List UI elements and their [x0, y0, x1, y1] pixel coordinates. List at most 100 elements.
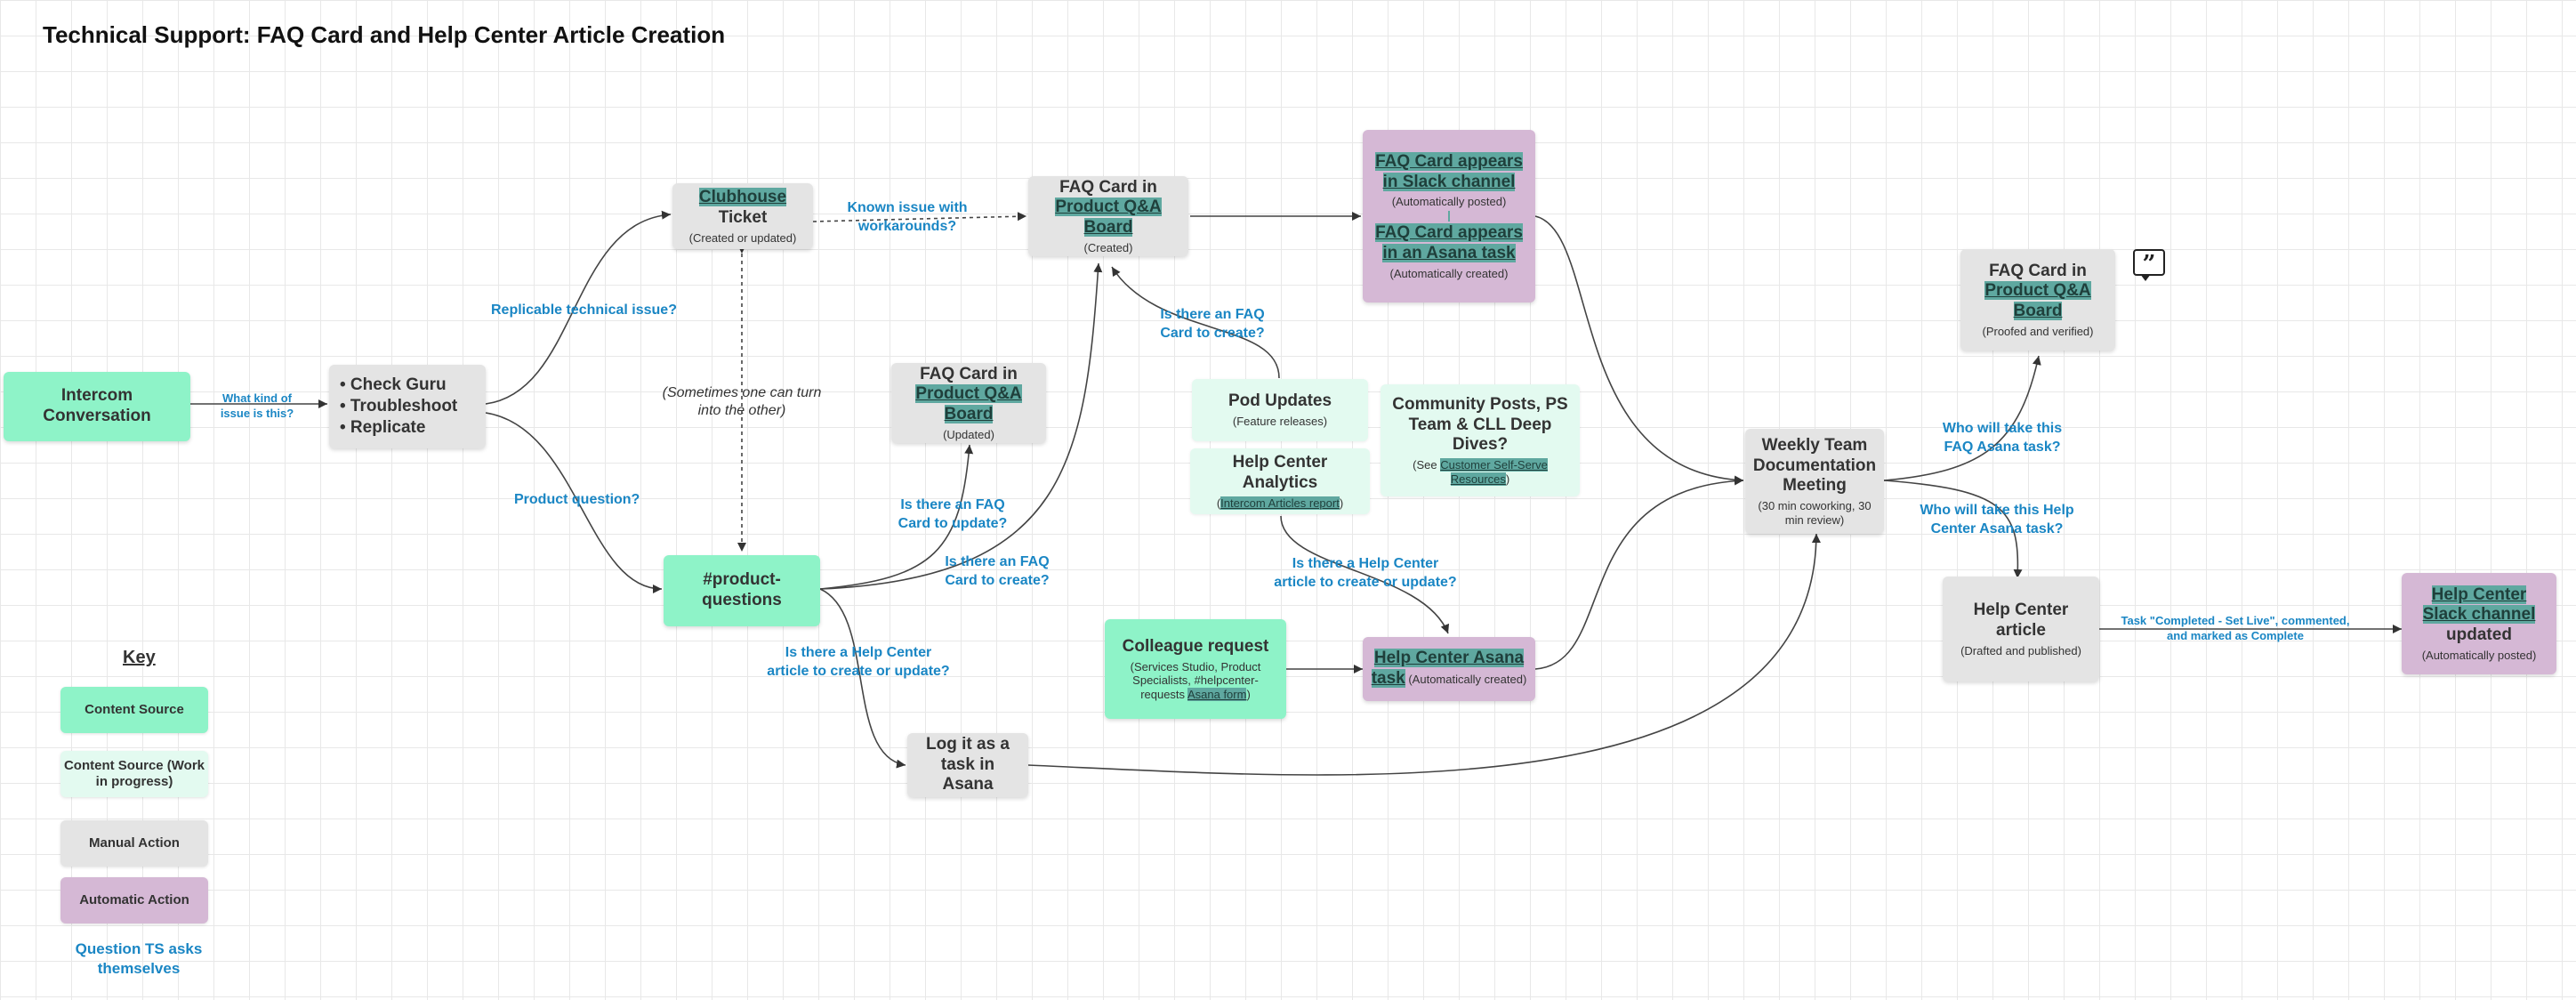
quote-comment-icon[interactable]: ” [2133, 249, 2165, 281]
faq-card-proofed-node[interactable]: FAQ Card in Product Q&A Board (Proofed a… [1960, 249, 2115, 351]
key-content-source-label: Content Source [85, 702, 184, 717]
key-automatic-action: Automatic Action [60, 877, 208, 923]
intercom-conversation-label: Intercom Conversation [43, 386, 151, 425]
edge-weekly-hcarticle [1883, 480, 2023, 579]
colleague-request-sub-post: ) [1246, 687, 1251, 701]
label-what-kind: What kind of issue is this? [220, 391, 294, 420]
check-guru-list: • Check Guru • Troubleshoot • Replicate [340, 375, 457, 438]
edge-logtask-weekly [1027, 533, 1821, 776]
clubhouse-sub: (Created or updated) [688, 230, 797, 245]
key-manual-action: Manual Action [60, 820, 208, 867]
weekly-meeting-node[interactable]: Weekly Team Documentation Meeting (30 mi… [1745, 429, 1884, 534]
edge-hcasana-weekly [1534, 476, 1744, 670]
key-question: Question TS asks themselves [75, 940, 203, 978]
hc-analytics-sub-post: ) [1339, 496, 1344, 510]
faq-proofed-sub: (Proofed and verified) [1982, 324, 2094, 338]
faq-card-created-node[interactable]: FAQ Card in Product Q&A Board (Created) [1028, 176, 1188, 256]
label-faq-update: Is there an FAQ Card to update? [898, 497, 1008, 531]
key-content-source: Content Source [60, 687, 208, 733]
faq-asana-task-link[interactable]: FAQ Card appears in an Asana task [1375, 223, 1523, 262]
colleague-request-title: Colleague request [1122, 636, 1269, 656]
label-hc-create-mid: Is there a Help Center article to create… [1274, 556, 1457, 590]
help-center-slack-node[interactable]: Help Center Slack channel updated (Autom… [2402, 573, 2556, 674]
faq-updated-board-link[interactable]: Product Q&A Board [915, 384, 1022, 424]
label-faq-create-bottom: Is there an FAQ Card to create? [945, 554, 1050, 588]
hc-article-title: Help Center article [1973, 600, 2069, 640]
faq-created-board-link[interactable]: Product Q&A Board [1055, 198, 1162, 238]
hc-analytics-title: Help Center Analytics [1232, 452, 1328, 492]
hc-slack-channel-link[interactable]: Help Center Slack channel [2422, 585, 2536, 625]
product-questions-label: #product-questions [702, 570, 782, 609]
label-hc-create-left: Is there a Help Center article to create… [767, 645, 950, 679]
log-task-asana-node[interactable]: Log it as a task in Asana [907, 733, 1028, 797]
weekly-meeting-title: Weekly Team Documentation Meeting [1752, 435, 1877, 496]
faq-created-sub: (Created) [1083, 240, 1133, 254]
key-manual-action-label: Manual Action [89, 835, 180, 851]
help-center-analytics-node[interactable]: Help Center Analytics (Intercom Articles… [1190, 448, 1370, 514]
pod-updates-title: Pod Updates [1228, 391, 1332, 411]
clubhouse-ticket-node[interactable]: Clubhouse Ticket (Created or updated) [672, 183, 813, 249]
intercom-conversation-node[interactable]: Intercom Conversation [4, 372, 190, 441]
diagram-title: Technical Support: FAQ Card and Help Cen… [43, 21, 726, 48]
edge-check-clubhouse [485, 210, 672, 405]
label-task-completed: Task "Completed - Set Live", commented, … [2121, 614, 2350, 642]
faq-auto-divider [1448, 211, 1450, 222]
faq-created-line1: FAQ Card in [1059, 177, 1157, 197]
community-sub-post: ) [1505, 472, 1510, 486]
check-item-guru: • Check Guru [340, 375, 447, 395]
key-automatic-action-label: Automatic Action [79, 892, 189, 907]
intercom-articles-report-link[interactable]: Intercom Articles report [1220, 496, 1340, 510]
community-posts-title: Community Posts, PS Team & CLL Deep Dive… [1392, 394, 1568, 455]
community-sub-pre: (See [1413, 458, 1441, 472]
weekly-meeting-sub: (30 min coworking, 30 min review) [1758, 499, 1872, 527]
edge-productq-logtask [819, 588, 906, 769]
asana-form-link[interactable]: Asana form [1187, 687, 1247, 701]
help-center-asana-task-node[interactable]: Help Center Asana task (Automatically cr… [1363, 637, 1535, 701]
clubhouse-link[interactable]: Clubhouse [698, 187, 787, 206]
colleague-request-sub: (Services Studio, Product Specialists, #… [1130, 659, 1261, 701]
faq-asana-sub: (Automatically created) [1389, 266, 1509, 280]
edge-clubhouse-faq [812, 212, 1027, 222]
faq-updated-sub: (Updated) [943, 427, 994, 441]
faq-auto-posted-node[interactable]: FAQ Card appears in Slack channel (Autom… [1363, 130, 1535, 302]
faq-slack-sub: (Automatically posted) [1391, 195, 1507, 209]
key-content-source-wip-label: Content Source (Work in progress) [63, 758, 205, 789]
faq-updated-line1: FAQ Card in [920, 364, 1018, 383]
edge-check-productq [485, 412, 663, 593]
edge-pod-faq [1111, 266, 1280, 379]
product-questions-node[interactable]: #product-questions [664, 555, 820, 626]
check-item-troubleshoot: • Troubleshoot [340, 397, 458, 416]
label-who-hc: Who will take this Help Center Asana tas… [1920, 503, 2074, 536]
edge-productq-faqcreated [819, 262, 1103, 590]
hc-article-sub: (Drafted and published) [1960, 643, 2081, 657]
check-guru-node[interactable]: • Check Guru • Troubleshoot • Replicate [329, 365, 486, 448]
faq-card-updated-node[interactable]: FAQ Card in Product Q&A Board (Updated) [891, 363, 1046, 443]
faq-proofed-board-link[interactable]: Product Q&A Board [1984, 281, 2091, 321]
hc-slack-sub: (Automatically posted) [2421, 648, 2537, 662]
label-known-issue: Known issue with workarounds? [847, 200, 968, 234]
log-task-label: Log it as a task in Asana [926, 734, 1010, 794]
customer-self-serve-link[interactable]: Customer Self-Serve Resources [1440, 458, 1548, 486]
edge-weekly-faqproofed [1883, 355, 2041, 481]
pod-updates-sub: (Feature releases) [1232, 415, 1328, 429]
key-title: Key [123, 648, 156, 667]
label-product-question: Product question? [514, 492, 640, 507]
key-content-source-wip: Content Source (Work in progress) [60, 751, 208, 797]
hc-slack-updated-text: updated [2446, 625, 2512, 645]
label-replicable: Replicable technical issue? [491, 302, 677, 318]
check-item-replicate: • Replicate [340, 417, 426, 437]
pod-updates-node[interactable]: Pod Updates (Feature releases) [1192, 379, 1368, 441]
edge-analytics-hcasana [1280, 515, 1450, 634]
faq-proofed-line1: FAQ Card in [1989, 261, 2087, 280]
clubhouse-ticket-text: Ticket [718, 207, 768, 227]
help-center-article-node[interactable]: Help Center article (Drafted and publish… [1943, 577, 2099, 681]
colleague-request-node[interactable]: Colleague request (Services Studio, Prod… [1105, 619, 1286, 719]
label-faq-create-top: Is there an FAQ Card to create? [1160, 307, 1265, 341]
faq-slack-channel-link[interactable]: FAQ Card appears in Slack channel [1375, 151, 1523, 191]
hc-analytics-sub-pre: ( [1216, 496, 1221, 510]
label-who-faq: Who will take this FAQ Asana task? [1942, 421, 2063, 455]
label-sometimes: (Sometimes one can turn into the other) [662, 385, 822, 418]
edge-autopost-weekly [1534, 215, 1744, 485]
community-posts-node[interactable]: Community Posts, PS Team & CLL Deep Dive… [1381, 384, 1580, 496]
